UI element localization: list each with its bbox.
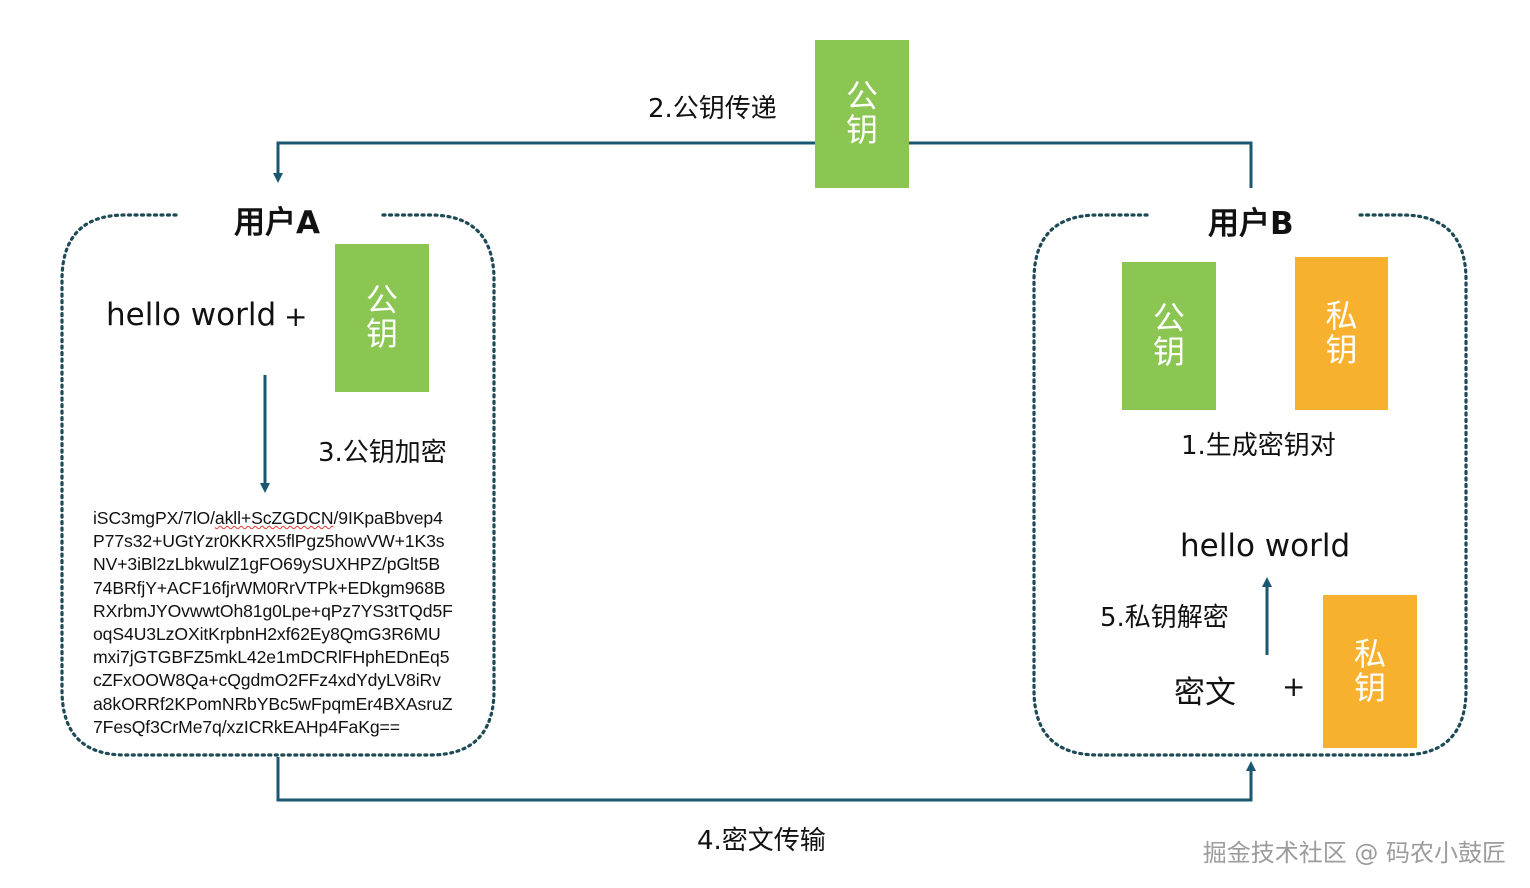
ciphertext-block: iSC3mgPX/7lO/akll+ScZGDCN/9IKpaBbvep4 P7… (93, 507, 483, 739)
encrypt-step-label: 3.公钥加密 (318, 438, 447, 468)
user-a-public-key: 公 钥 (335, 244, 429, 392)
ciphertext-line: cZFxOOW8Qa+cQgdmO2FFz4xdYdyLV8iRv (93, 670, 441, 691)
user-a-frame (60, 213, 496, 757)
key-char: 私 (1325, 296, 1358, 335)
public-key-transfer-label: 2.公钥传递 (648, 94, 777, 124)
user-b-private-key: 私 钥 (1295, 257, 1388, 410)
decrypted-message: hello world (1180, 528, 1351, 564)
user-a-message: hello world (106, 297, 277, 333)
ciphertext-line: a8kORRf2KPomNRbYBc5wFpqmEr4BXAsruZ (93, 693, 453, 714)
ciphertext-line: mxi7jGTGBFZ5mkL42e1mDCRlFHphEDnEq5 (93, 647, 450, 668)
user-b-plus: + (1282, 670, 1306, 703)
user-b-public-key: 公 钥 (1122, 262, 1216, 410)
ciphertext-line: oqS4U3LzOXitKrpbnH2xf62Ey8QmG3R6MU (93, 624, 441, 645)
ciphertext-transfer-label: 4.密文传输 (697, 826, 826, 856)
key-char: 钥 (365, 315, 398, 353)
user-b-frame (1032, 213, 1468, 757)
ciphertext-line: NV+3iBl2zLbkwulZ1gFO69ySUXHPZ/pGlt5B (93, 554, 440, 575)
ciphertext-transfer-arrow (276, 757, 1256, 802)
ciphertext-line: 7FesQf3CrMe7q/xzICRkEAHp4FaKg== (93, 716, 400, 737)
transfer-public-key: 公 钥 (815, 40, 909, 188)
user-b-private-key-decrypt: 私 钥 (1323, 595, 1417, 748)
key-char: 私 (1353, 634, 1386, 673)
key-char: 钥 (1152, 333, 1185, 371)
ciphertext-line-text: iSC3mgPX/7lO/akll+ScZGDCN/9IKpaBbvep4 (93, 508, 443, 528)
public-key-transfer-arrow (273, 141, 1253, 188)
ciphertext-line: 74BRfjY+ACF16fjrWM0RrVTPk+EDkgm968B (93, 577, 446, 598)
decrypt-step-label: 5.私钥解密 (1100, 603, 1229, 633)
generate-keypair-label: 1.生成密钥对 (1181, 431, 1336, 461)
user-a-title: 用户A (228, 197, 326, 242)
ciphertext-line: RXrbmJYOvwwtOh81g0Lpe+qPz7YS3tTQd5F (93, 600, 453, 621)
key-char: 钥 (1325, 330, 1358, 369)
ciphertext-line: P77s32+UGtYzr0KKRX5flPgz5howVW+1K3s (93, 531, 445, 552)
key-char: 公 (365, 281, 398, 320)
spellcheck-underline: akll+ScZGDCN (214, 508, 334, 528)
ciphertext-line: iSC3mgPX/7lO/akll+ScZGDCN/9IKpaBbvep4 (93, 507, 483, 530)
user-b-title: 用户B (1202, 198, 1300, 243)
key-char: 钥 (1353, 668, 1386, 707)
key-char: 钥 (845, 111, 878, 149)
watermark: 掘金技术社区 @ 码农小鼓匠 (1202, 839, 1506, 867)
key-char: 公 (1152, 299, 1185, 338)
ciphertext-label: 密文 (1174, 675, 1236, 711)
user-a-plus: + (284, 300, 308, 333)
key-char: 公 (845, 77, 878, 116)
